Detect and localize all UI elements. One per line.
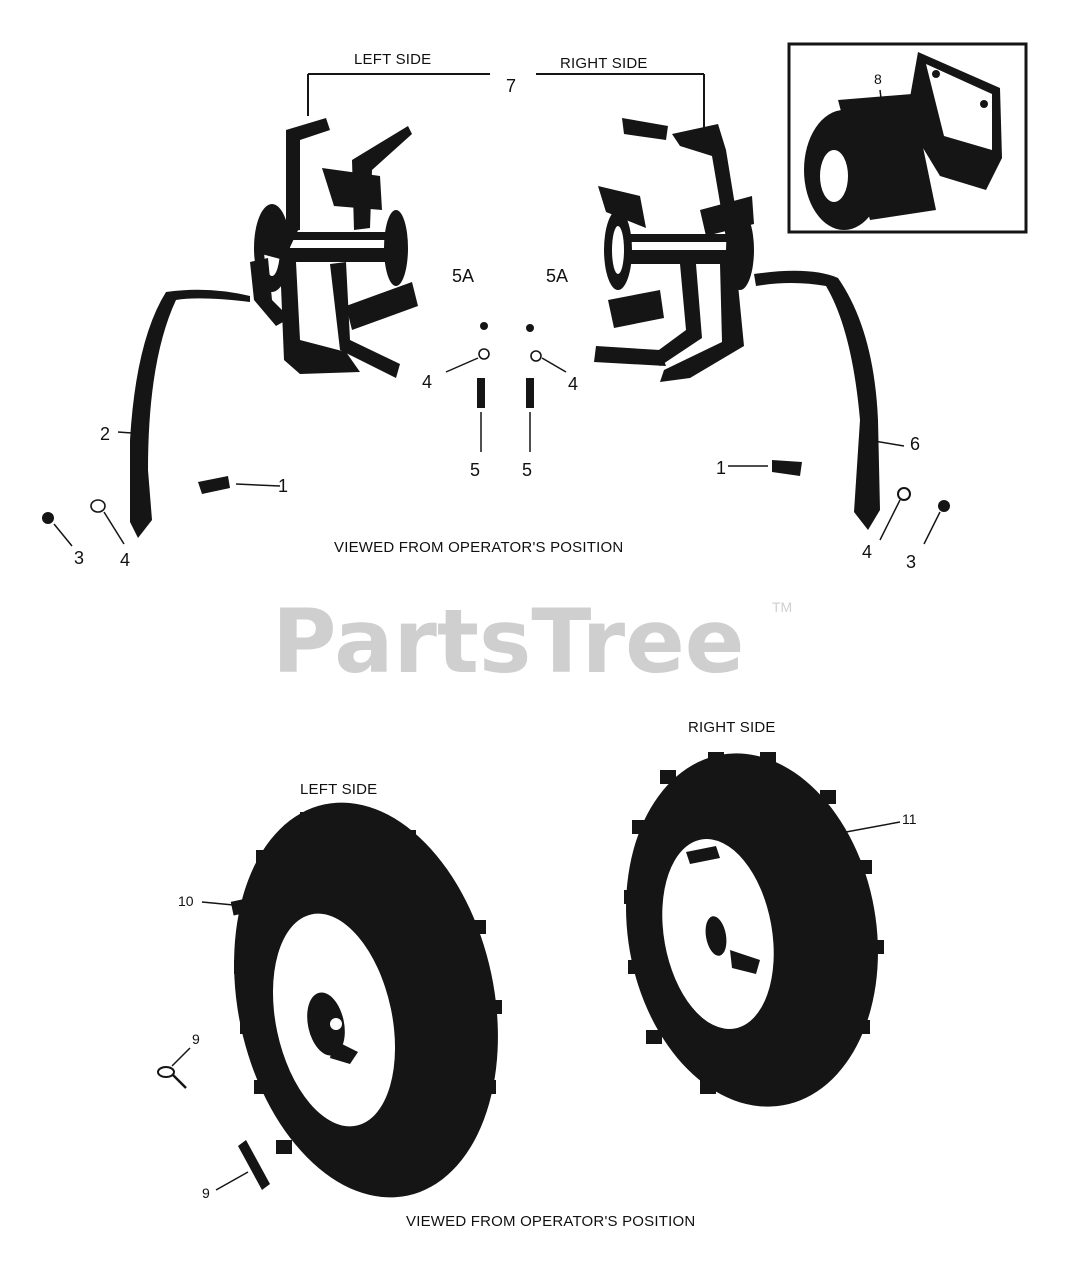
watermark-trademark: TM (772, 599, 792, 615)
callout-2: 2 (100, 424, 110, 444)
callout-4-left: 4 (120, 550, 130, 570)
left-side-shield (42, 289, 281, 547)
top-caption: VIEWED FROM OPERATOR'S POSITION (334, 539, 623, 556)
callout-7: 7 (506, 76, 516, 96)
hair-pin (157, 1047, 191, 1089)
callout-9-lower: 9 (202, 1185, 210, 1201)
top-left-side-label: LEFT SIDE (354, 51, 431, 68)
center-hardware (445, 322, 567, 452)
callout-5-left: 5 (470, 460, 480, 480)
left-tine-assembly (250, 118, 418, 378)
tine-assembly-bracket (307, 73, 705, 130)
right-wheel (624, 752, 884, 1107)
watermark-text: PartsTree (272, 590, 744, 693)
callout-8: 8 (874, 71, 882, 87)
callout-11: 11 (902, 811, 917, 827)
callout-9-upper: 9 (192, 1031, 200, 1047)
top-right-side-label: RIGHT SIDE (560, 55, 648, 72)
callout-10: 10 (178, 893, 194, 909)
clevis-pin (215, 1140, 270, 1191)
callout-1-left: 1 (278, 476, 288, 496)
callout-6: 6 (910, 434, 920, 454)
callout-5-right: 5 (522, 460, 532, 480)
callout-4-center-left: 4 (422, 372, 432, 392)
callout-5a-left: 5A (452, 266, 474, 286)
callout-3-left: 3 (74, 548, 84, 568)
callout-5a-right: 5A (546, 266, 568, 286)
callout-4-center-right: 4 (568, 374, 578, 394)
right-tine-assembly (594, 118, 754, 382)
bottom-right-side-label: RIGHT SIDE (688, 719, 776, 736)
bottom-caption: VIEWED FROM OPERATOR'S POSITION (406, 1213, 695, 1230)
inset-hub-detail (787, 42, 1028, 234)
callout-1-right: 1 (716, 458, 726, 478)
left-wheel (230, 802, 502, 1198)
callout-3-right: 3 (906, 552, 916, 572)
right-side-shield (728, 270, 950, 545)
callout-4-right: 4 (862, 542, 872, 562)
bottom-left-side-label: LEFT SIDE (300, 781, 377, 798)
